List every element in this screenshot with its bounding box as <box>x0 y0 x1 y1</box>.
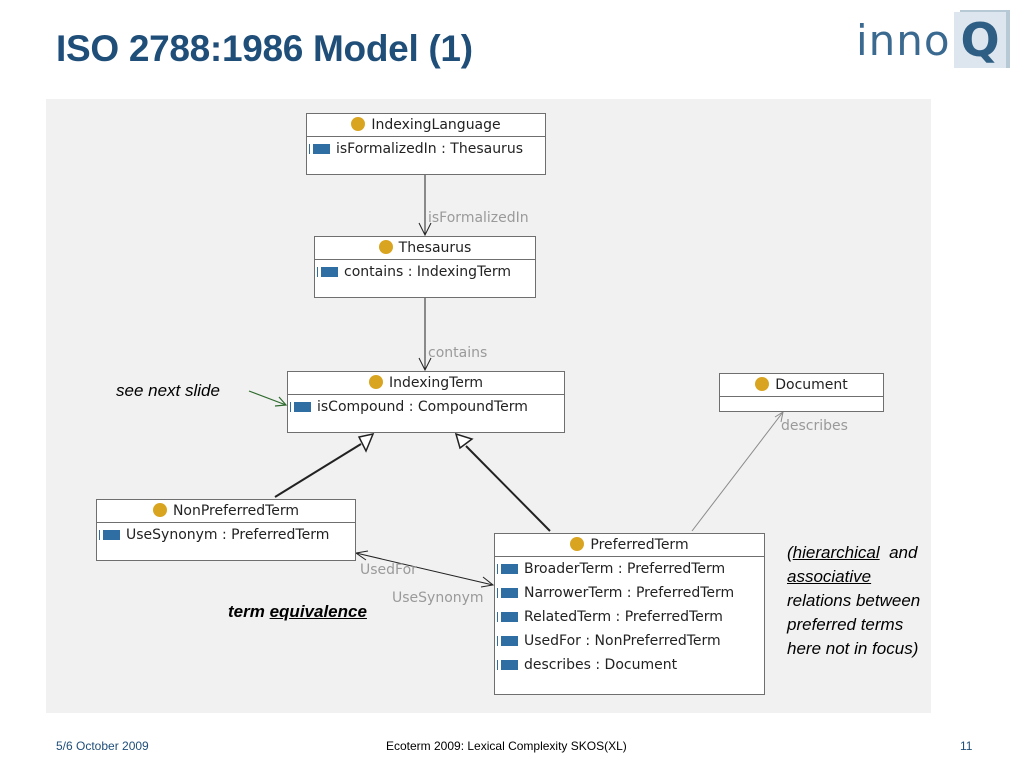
class-name: IndexingTerm <box>388 375 484 391</box>
slide-title: ISO 2788:1986 Model (1) <box>56 28 473 69</box>
attribute-text: NarrowerTerm : PreferredTerm <box>524 585 735 601</box>
note-line-4: preferred terms <box>787 615 904 634</box>
label-contains: contains <box>428 345 488 361</box>
generalization-nonpreferred <box>274 443 362 498</box>
note-line-3: relations between <box>787 591 921 610</box>
class-indexingterm: IndexingTerm isCompound : CompoundTerm <box>287 371 565 433</box>
attribute-icon <box>100 530 120 540</box>
class-document: Document <box>719 373 884 412</box>
class-icon <box>368 375 383 389</box>
class-thesaurus: Thesaurus contains : IndexingTerm <box>314 236 536 298</box>
note-line-5: here not in focus) <box>787 639 919 658</box>
note-hierarchical-word: hierarchical <box>792 543 880 562</box>
class-attribute: UsedFor : NonPreferredTerm <box>495 629 764 653</box>
class-attribute: contains : IndexingTerm <box>315 260 535 284</box>
class-icon <box>152 503 167 517</box>
arrowhead-describes <box>774 410 784 423</box>
footer-page-number: 11 <box>960 739 973 753</box>
class-name: Document <box>775 377 848 393</box>
arrowhead-usedfor <box>354 550 369 561</box>
attribute-icon <box>318 267 338 277</box>
attribute-icon <box>498 588 518 598</box>
attribute-text: isFormalizedIn : Thesaurus <box>336 141 523 157</box>
arrowhead-isformalizedin <box>418 222 432 237</box>
class-name: NonPreferredTerm <box>172 503 300 519</box>
attribute-icon <box>310 144 330 154</box>
note-associative-word: associative <box>787 567 872 586</box>
attribute-text: UseSynonym : PreferredTerm <box>126 527 330 543</box>
generalization-triangle-left <box>357 432 375 453</box>
attribute-icon <box>498 612 518 622</box>
class-attribute: isFormalizedIn : Thesaurus <box>307 137 545 161</box>
class-nonpreferredterm: NonPreferredTerm UseSynonym : PreferredT… <box>96 499 356 561</box>
generalization-triangle-right <box>454 432 474 450</box>
note-term-emph: equivalence <box>269 602 367 621</box>
class-attribute: UseSynonym : PreferredTerm <box>97 523 355 547</box>
attribute-text: BroaderTerm : PreferredTerm <box>524 561 726 577</box>
label-usedfor: UsedFor <box>360 562 417 578</box>
footer-event: Ecoterm 2009: Lexical Complexity SKOS(XL… <box>386 739 627 753</box>
class-header: Thesaurus <box>315 237 535 260</box>
class-attribute: BroaderTerm : PreferredTerm <box>495 557 764 581</box>
note-line-2: associative <box>787 565 920 589</box>
attribute-icon <box>498 636 518 646</box>
attribute-text: RelatedTerm : PreferredTerm <box>524 609 723 625</box>
class-header: IndexingLanguage <box>307 114 545 137</box>
class-attribute: isCompound : CompoundTerm <box>288 395 564 419</box>
class-attribute: describes : Document <box>495 653 764 677</box>
note-see-next-slide: see next slide <box>116 381 220 400</box>
class-name: Thesaurus <box>398 240 472 256</box>
attribute-text: isCompound : CompoundTerm <box>317 399 528 415</box>
note-term-equivalence: term equivalence <box>228 602 367 622</box>
note-and: and <box>889 543 918 562</box>
logo-q: Q <box>954 12 1006 68</box>
class-indexinglanguage: IndexingLanguage isFormalizedIn : Thesau… <box>306 113 546 175</box>
attribute-text: contains : IndexingTerm <box>344 264 512 280</box>
association-describes <box>691 411 784 532</box>
note-line-1: (hierarchical and <box>787 541 920 565</box>
attribute-icon <box>498 660 518 670</box>
class-icon <box>378 240 393 254</box>
class-header: PreferredTerm <box>495 534 764 557</box>
class-header: NonPreferredTerm <box>97 500 355 523</box>
class-attribute: NarrowerTerm : PreferredTerm <box>495 581 764 605</box>
class-header: Document <box>720 374 883 397</box>
class-header: IndexingTerm <box>288 372 564 395</box>
class-attribute: RelatedTerm : PreferredTerm <box>495 605 764 629</box>
label-isformalizedin: isFormalizedIn <box>428 210 529 226</box>
attribute-icon <box>291 402 311 412</box>
innoq-logo: inno Q <box>856 10 1016 74</box>
class-icon <box>755 377 770 391</box>
note-term-prefix: term <box>228 602 265 621</box>
note-hierarchical: (hierarchical and associative relations … <box>787 541 920 661</box>
class-preferredterm: PreferredTerm BroaderTerm : PreferredTer… <box>494 533 765 695</box>
label-usesynonym: UseSynonym <box>392 590 484 606</box>
arrowhead-contains <box>418 357 432 372</box>
class-name: PreferredTerm <box>590 537 689 553</box>
note-arrow-line <box>248 390 287 406</box>
diagram-connectors <box>248 174 784 588</box>
attribute-icon <box>498 564 518 574</box>
association-usedfor-usesynonym <box>355 552 494 586</box>
class-icon <box>570 537 585 551</box>
arrowhead-usesynonym <box>480 576 495 588</box>
label-describes: describes <box>781 418 848 434</box>
note-arrowhead <box>274 396 288 407</box>
class-icon <box>351 117 366 131</box>
class-name: IndexingLanguage <box>371 117 501 133</box>
note-open-paren: ( <box>787 543 793 562</box>
attribute-text: describes : Document <box>524 657 678 673</box>
attribute-text: UsedFor : NonPreferredTerm <box>524 633 721 649</box>
logo-text: inno <box>856 16 951 65</box>
generalization-preferred <box>465 445 551 532</box>
uml-diagram: IndexingLanguage isFormalizedIn : Thesau… <box>46 99 931 713</box>
footer-date: 5/6 October 2009 <box>56 739 149 753</box>
